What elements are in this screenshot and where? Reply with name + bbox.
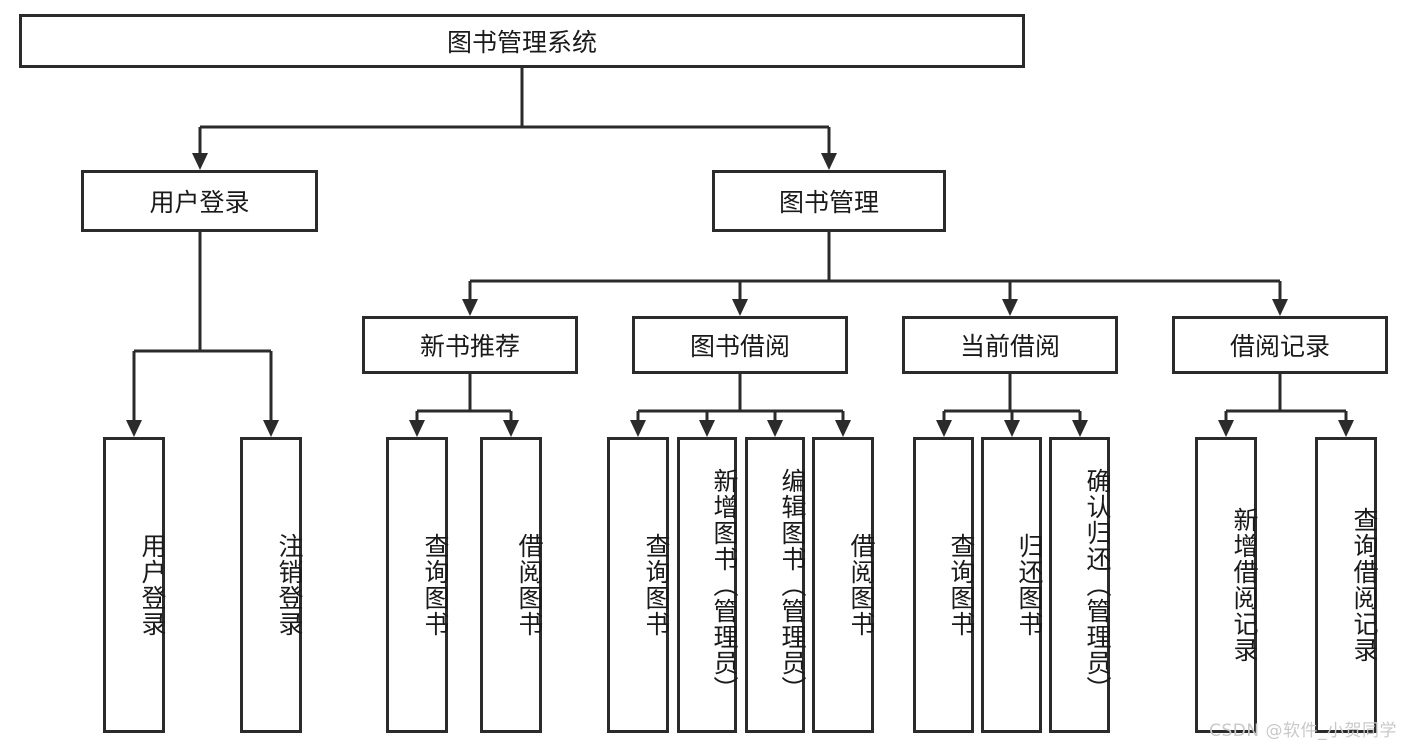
node-box-book_mgmt[interactable] bbox=[712, 170, 946, 232]
arrow-head-icon bbox=[1272, 299, 1288, 316]
node-box-leaf_logout[interactable] bbox=[240, 437, 302, 733]
node-box-leaf_add_record[interactable] bbox=[1195, 437, 1257, 733]
node-box-new_book_rec[interactable] bbox=[362, 316, 578, 374]
arrow-head-icon bbox=[503, 420, 519, 437]
arrow-head-icon bbox=[126, 420, 142, 437]
node-box-leaf_borrow_book_rec[interactable] bbox=[480, 437, 542, 733]
arrow-head-icon bbox=[699, 420, 715, 437]
arrow-head-icon bbox=[1072, 420, 1088, 437]
node-box-leaf_edit_book[interactable] bbox=[745, 437, 805, 733]
node-box-root[interactable] bbox=[19, 14, 1025, 68]
node-box-leaf_query_record[interactable] bbox=[1315, 437, 1377, 733]
node-box-book_borrow[interactable] bbox=[632, 316, 848, 374]
node-box-leaf_query_book_rec[interactable] bbox=[386, 437, 448, 733]
connector-layer bbox=[126, 68, 1354, 437]
arrow-head-icon bbox=[462, 299, 478, 316]
arrow-head-icon bbox=[192, 153, 208, 170]
watermark-text: CSDN @软件_小贺同学 bbox=[1209, 721, 1397, 741]
arrow-head-icon bbox=[1002, 299, 1018, 316]
node-box-leaf_borrow_book_b[interactable] bbox=[812, 437, 874, 733]
arrow-head-icon bbox=[1338, 420, 1354, 437]
arrow-head-icon bbox=[936, 420, 952, 437]
node-box-leaf_query_book_b[interactable] bbox=[607, 437, 669, 733]
arrow-head-icon bbox=[1218, 420, 1234, 437]
arrow-head-icon bbox=[732, 299, 748, 316]
node-box-user_login[interactable] bbox=[81, 170, 318, 232]
node-box-borrow_record[interactable] bbox=[1172, 316, 1388, 374]
node-box-leaf_return_book[interactable] bbox=[981, 437, 1042, 733]
arrow-head-icon bbox=[821, 153, 837, 170]
node-box-leaf_user_login[interactable] bbox=[103, 437, 165, 733]
node-box-leaf_query_book_c[interactable] bbox=[913, 437, 974, 733]
arrow-head-icon bbox=[409, 420, 425, 437]
arrow-head-icon bbox=[835, 420, 851, 437]
arrow-head-icon bbox=[767, 420, 783, 437]
node-box-current_borrow[interactable] bbox=[902, 316, 1118, 374]
arrow-head-icon bbox=[1004, 420, 1020, 437]
node-box-leaf_confirm_return[interactable] bbox=[1049, 437, 1110, 733]
arrow-head-icon bbox=[263, 420, 279, 437]
arrow-head-icon bbox=[630, 420, 646, 437]
node-box-layer bbox=[19, 14, 1388, 733]
node-box-leaf_add_book[interactable] bbox=[677, 437, 737, 733]
